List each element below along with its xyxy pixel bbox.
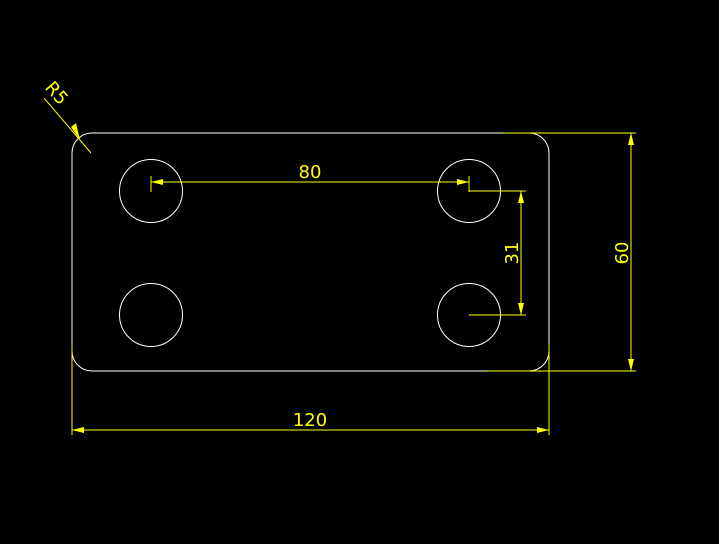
dimension-hole-spacing-horizontal [150,176,526,192]
dimension-label-80: 80 [299,162,322,183]
radius-leader [43,97,92,154]
dimension-overall-height [487,132,636,372]
dimension-label-120: 120 [293,410,327,431]
dimension-label-31: 31 [502,242,523,265]
dimension-label-60: 60 [612,242,633,265]
radius-label-r5: R5 [40,77,72,109]
plate-outline [71,132,550,372]
hole-bottom-left [119,283,183,347]
dimension-overall-width [71,345,550,435]
hole-top-left [119,159,183,223]
dimension-hole-spacing-vertical [469,191,526,316]
